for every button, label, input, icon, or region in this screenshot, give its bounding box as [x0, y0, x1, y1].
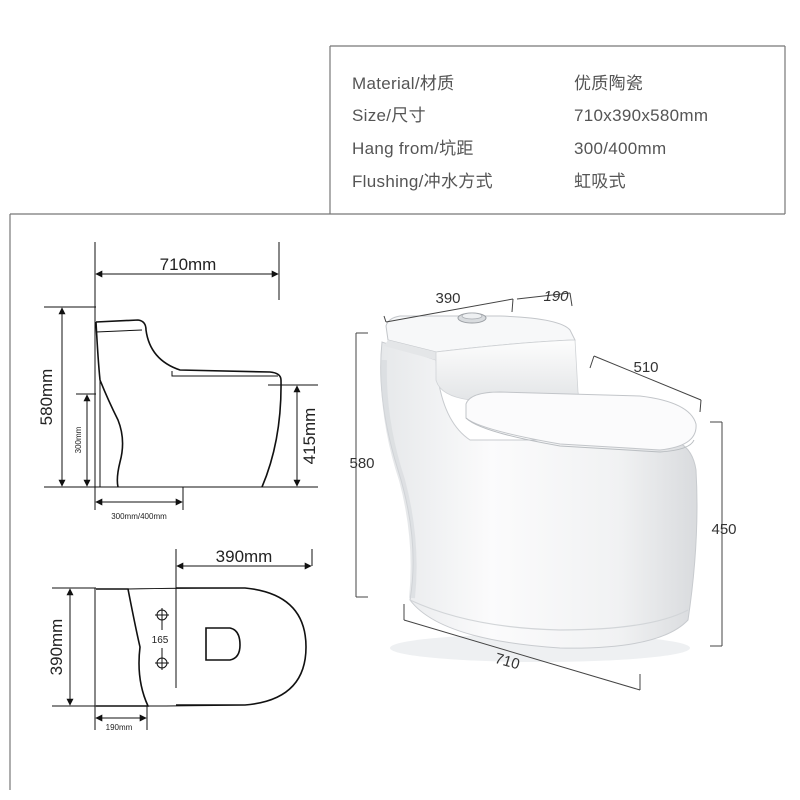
spec-value-size: 710x390x580mm: [574, 106, 708, 125]
spec-label-size: Size/尺寸: [352, 106, 426, 125]
spec-value-flushing: 虹吸式: [574, 172, 626, 191]
product-photo: 390 190 510 580 450 710: [349, 288, 737, 691]
spec-value-hang-from: 300/400mm: [574, 139, 666, 158]
photo-tank-depth-label: 190: [543, 288, 569, 305]
side-height-label: 580mm: [37, 369, 56, 426]
top-hole-spacing-label: 165: [152, 635, 169, 646]
top-view-drawing: 165 390mm 390mm 190mm: [47, 547, 313, 732]
photo-seat-length-label: 510: [633, 359, 658, 376]
side-seat-height-label: 415mm: [300, 408, 319, 465]
top-length-label: 390mm: [216, 547, 273, 566]
top-offset-label: 190mm: [106, 723, 133, 732]
spec-table: Material/材质 优质陶瓷 Size/尺寸 710x390x580mm H…: [9, 45, 786, 790]
spec-value-material: 优质陶瓷: [574, 74, 643, 93]
spec-label-hang-from: Hang from/坑距: [352, 139, 474, 158]
spec-label-flushing: Flushing/冲水方式: [352, 172, 493, 191]
photo-length-label: 710: [493, 650, 522, 673]
side-width-label: 710mm: [160, 255, 217, 274]
side-view-drawing: 710mm 580mm 300mm 415mm 300mm/400mm: [37, 242, 319, 521]
photo-seat-height-label: 450: [711, 521, 736, 538]
photo-width-top-label: 390: [435, 290, 460, 307]
spec-label-material: Material/材质: [352, 74, 455, 93]
photo-height-label: 580: [349, 455, 374, 472]
top-width-label: 390mm: [47, 619, 66, 676]
side-roughin-label: 300mm/400mm: [111, 512, 167, 521]
side-roughin-height-label: 300mm: [74, 426, 83, 453]
